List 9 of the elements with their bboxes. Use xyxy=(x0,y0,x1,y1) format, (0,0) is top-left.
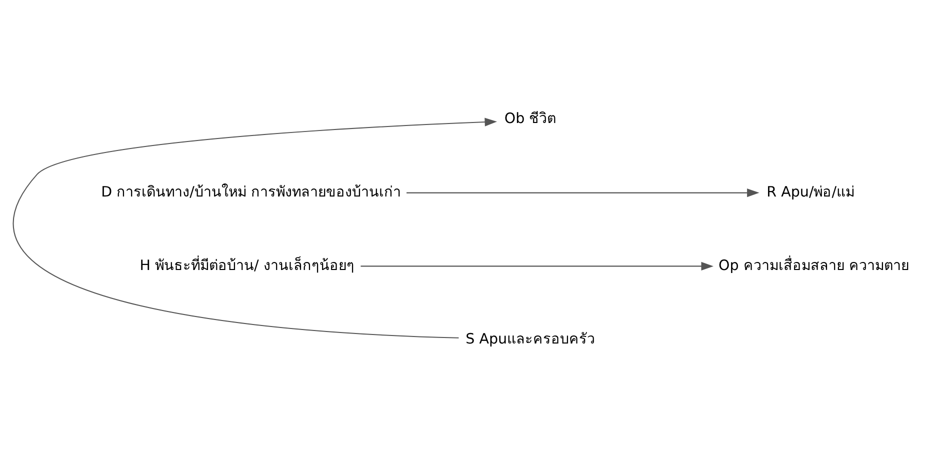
node-text: D การเดินทาง/บ้านใหม่ การพังทลายของบ้านเก่า xyxy=(101,184,401,200)
arrow xyxy=(406,188,760,197)
node-text: H พันธะที่มีต่อบ้าน/ งานเล็กๆน้อยๆ xyxy=(140,257,354,274)
arrow xyxy=(360,261,714,270)
node-text: Ob ชีวิต xyxy=(504,110,556,127)
node-text: Op ความเสื่อมสลาย ความตาย xyxy=(718,257,909,274)
node-text: R Apu/พ่อ/แม่ xyxy=(766,184,855,200)
node-text: S Apuและครอบครัว xyxy=(466,330,596,347)
arrow xyxy=(14,117,498,338)
